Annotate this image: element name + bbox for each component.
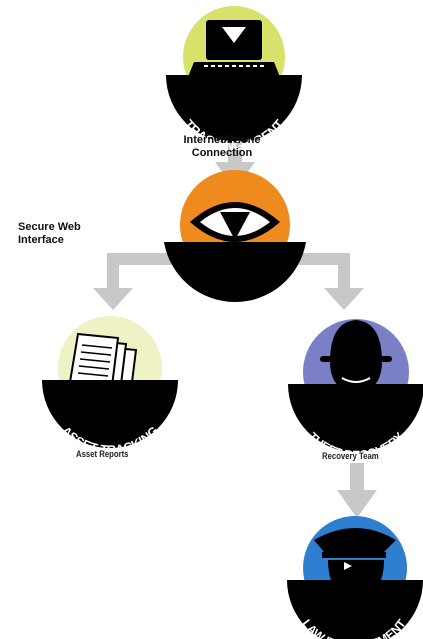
eye-icon — [190, 202, 280, 242]
theft-recovery-node: THEFT RECOVERY — [288, 319, 423, 462]
tracking-agent-node: TRACKING AGENT — [166, 6, 302, 153]
theft-recovery-banner — [288, 384, 423, 452]
tracking-agent-banner — [166, 75, 302, 143]
asset-reports-caption: Asset Reports — [76, 449, 129, 459]
web-interface-label: Secure Web Interface — [18, 221, 81, 246]
law-enforcement-banner — [287, 580, 423, 639]
arrow-center-to-theft — [290, 253, 364, 310]
asset-tracking-node: ASSET TRACKING — [42, 316, 178, 457]
recovery-team-caption: Recovery Team — [322, 451, 379, 461]
connection-label: Internet/Phone Connection — [183, 134, 261, 159]
asset-tracking-banner — [42, 380, 178, 448]
arrow-center-to-asset — [93, 253, 182, 310]
monitoring-center-node: MONITORING CENTER — [164, 170, 306, 324]
law-enforcement-node: LAW ENFORCEMENT — [287, 516, 423, 639]
monitoring-center-banner — [164, 242, 306, 303]
arrow-theft-to-law — [337, 463, 377, 518]
